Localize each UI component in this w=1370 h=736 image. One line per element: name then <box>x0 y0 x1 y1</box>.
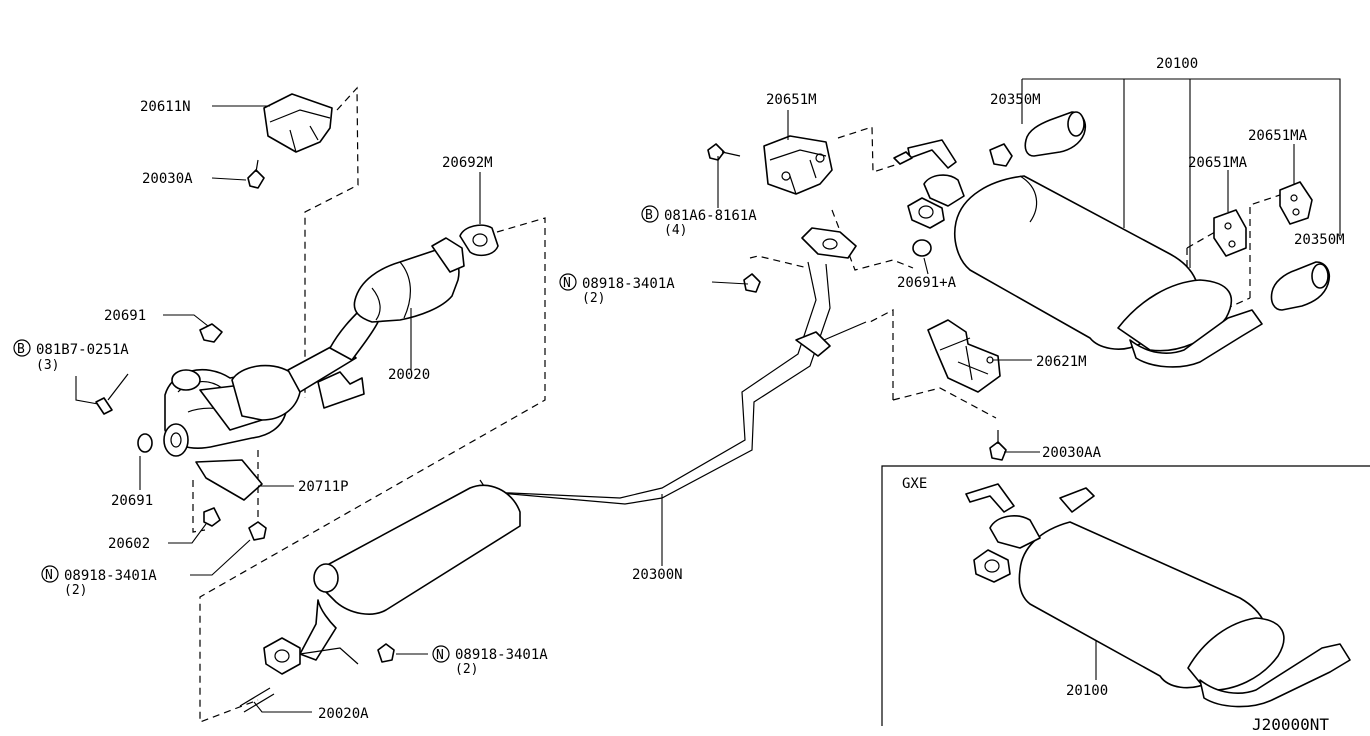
label-08918-bottom: 08918-3401A <box>455 647 548 663</box>
label-20030aa: 20030AA <box>1042 445 1102 461</box>
nut-prefix-letter-left: N <box>45 568 53 583</box>
bolt-prefix-icon-mid <box>641 205 659 223</box>
label-20030a: 20030A <box>142 171 193 187</box>
bolt-prefix-icon <box>13 339 31 357</box>
nut-prefix-letter-bottom: N <box>436 648 444 663</box>
mount-20651m <box>707 135 833 293</box>
label-20100: 20100 <box>1156 56 1198 72</box>
label-20100-inset: 20100 <box>1066 683 1108 699</box>
label-081b7: 081B7-0251A <box>36 342 129 358</box>
label-20020: 20020 <box>388 367 430 383</box>
nut-prefix-letter-mid: N <box>563 276 571 291</box>
label-20692m: 20692M <box>442 155 493 171</box>
label-08918-bottom-qty: (2) <box>455 662 478 677</box>
label-081a6-qty: (4) <box>664 223 687 238</box>
label-20651ma-right: 20651MA <box>1248 128 1308 144</box>
label-20621m: 20621M <box>1036 354 1087 370</box>
label-20651ma-left: 20651MA <box>1188 155 1248 171</box>
inset-label-gxe: GXE <box>902 476 927 492</box>
label-20691-top: 20691 <box>104 308 146 324</box>
label-20651m: 20651M <box>766 92 817 108</box>
nut-prefix-icon-bottom <box>432 645 450 663</box>
bolt-prefix-letter-mid: B <box>645 208 653 223</box>
callout-labels: 20611N 20030A 20692M 20691 B 081B7-0251A… <box>13 56 1345 734</box>
mount-rubbers-20651ma <box>1213 181 1313 257</box>
bracket-20611n <box>247 93 333 189</box>
gxe-inset <box>881 465 1370 726</box>
tail-finishers-20350m <box>1024 111 1331 311</box>
center-pipe-20300n <box>479 227 867 505</box>
nut-prefix-icon-mid <box>559 273 577 291</box>
bracket-20621m <box>927 319 1007 461</box>
label-081b7-qty: (3) <box>36 358 59 373</box>
label-08918-left-qty: (2) <box>64 583 87 598</box>
leader-lines <box>75 78 1341 713</box>
bolt-prefix-letter: B <box>17 342 25 357</box>
diagram-code: J20000NT <box>1252 715 1329 734</box>
label-081a6: 081A6-8161A <box>664 208 757 224</box>
label-08918-left: 08918-3401A <box>64 568 157 584</box>
label-20350m-right: 20350M <box>1294 232 1345 248</box>
front-muffler <box>239 484 521 713</box>
nut-prefix-icon-left <box>41 565 59 583</box>
label-20611n: 20611N <box>140 99 191 115</box>
label-08918-mid: 08918-3401A <box>582 276 675 292</box>
rear-muffler-20100 <box>893 139 1263 368</box>
label-20711p: 20711P <box>298 479 349 495</box>
label-20020a: 20020A <box>318 706 369 722</box>
label-20350m-top: 20350M <box>990 92 1041 108</box>
label-20691a: 20691+A <box>897 275 957 291</box>
label-08918-mid-qty: (2) <box>582 291 605 306</box>
label-20300n: 20300N <box>632 567 683 583</box>
label-20691-bottom: 20691 <box>111 493 153 509</box>
front-exhaust-assembly <box>95 224 499 541</box>
label-20602: 20602 <box>108 536 150 552</box>
